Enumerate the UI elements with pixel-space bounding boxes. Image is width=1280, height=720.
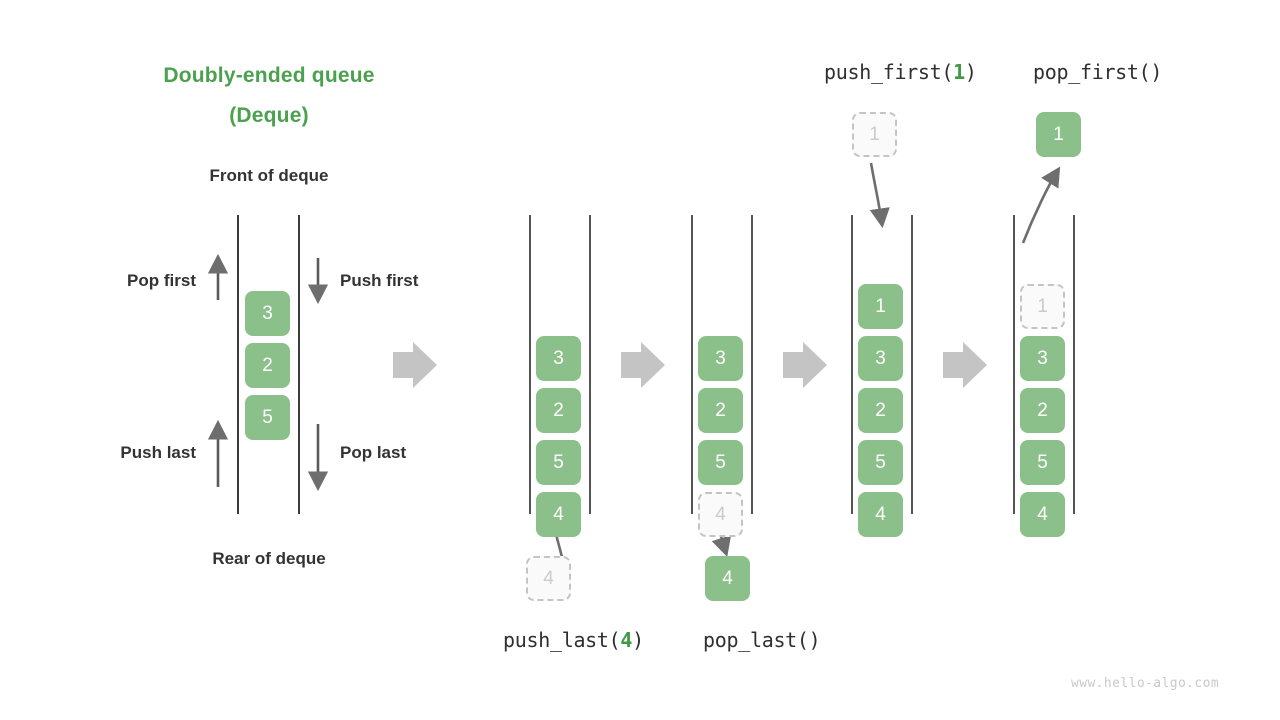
column-1-cell-3: 3 bbox=[536, 336, 581, 381]
front-of-deque-label: Front of deque bbox=[209, 166, 329, 185]
column-2-cell-4-ghost: 4 bbox=[698, 492, 743, 537]
column-2-cell-2: 2 bbox=[698, 388, 743, 433]
column-1-rail-left bbox=[529, 215, 531, 514]
column-4-detached-cell: 1 bbox=[1036, 112, 1081, 157]
push-first-label: Push first bbox=[340, 271, 419, 290]
column-2-rail-left bbox=[691, 215, 693, 514]
transition-arrow-2 bbox=[621, 342, 665, 388]
page-title-line1: Doubly-ended queue bbox=[163, 64, 375, 87]
op-push-last-arg: 4 bbox=[620, 628, 633, 652]
op-pop-first-caption: pop_first() bbox=[1033, 60, 1162, 84]
transition-arrow-3 bbox=[783, 342, 827, 388]
op-pop-last-name: pop_last() bbox=[703, 628, 821, 652]
column-2-cell-3: 3 bbox=[698, 336, 743, 381]
column-2-cell-5: 5 bbox=[698, 440, 743, 485]
column-3-cell-3: 3 bbox=[858, 336, 903, 381]
column-4-rail-right bbox=[1073, 215, 1075, 514]
op-push-first-caption: push_first(1) bbox=[824, 60, 977, 84]
column-3-detached-cell: 1 bbox=[852, 112, 897, 157]
column-3-cell-5: 5 bbox=[858, 440, 903, 485]
column-4-cell-2: 2 bbox=[1020, 388, 1065, 433]
op-push-first-arg: 1 bbox=[953, 60, 965, 84]
overview-cell-2: 2 bbox=[245, 343, 290, 388]
op-push-last-name: push_last( bbox=[503, 628, 621, 652]
column-4-cell-5: 5 bbox=[1020, 440, 1065, 485]
op-push-last-close: ) bbox=[632, 628, 644, 652]
overview-rail-right bbox=[298, 215, 300, 514]
column-3-cell-2: 2 bbox=[858, 388, 903, 433]
column-1-detached-cell: 4 bbox=[526, 556, 571, 601]
column-4-cell-4: 4 bbox=[1020, 492, 1065, 537]
op-pop-first-name: pop_first() bbox=[1033, 60, 1163, 84]
column-2-rail-right bbox=[751, 215, 753, 514]
arrow-step-push-first bbox=[869, 162, 890, 229]
column-4-cell-3: 3 bbox=[1020, 336, 1065, 381]
column-2-detached-cell: 4 bbox=[705, 556, 750, 601]
overview-cell-5: 5 bbox=[245, 395, 290, 440]
op-pop-last-caption: pop_last() bbox=[703, 628, 821, 652]
column-3-rail-left bbox=[851, 215, 853, 514]
push-last-label: Push last bbox=[120, 443, 196, 462]
column-3-cell-1: 1 bbox=[858, 284, 903, 329]
op-push-last-caption: push_last(4) bbox=[503, 628, 644, 652]
overview-cell-3: 3 bbox=[245, 291, 290, 336]
transition-arrow-4 bbox=[943, 342, 987, 388]
column-1-rail-right bbox=[589, 215, 591, 514]
column-3-rail-right bbox=[911, 215, 913, 514]
column-1-cell-4: 4 bbox=[536, 492, 581, 537]
column-1-cell-2: 2 bbox=[536, 388, 581, 433]
watermark: www.hello-algo.com bbox=[1071, 676, 1220, 691]
page-title-line2: (Deque) bbox=[229, 104, 309, 127]
pop-last-label: Pop last bbox=[340, 443, 407, 462]
rear-of-deque-label: Rear of deque bbox=[212, 549, 326, 568]
transition-arrow-1 bbox=[393, 342, 437, 388]
op-push-first-name: push_first( bbox=[824, 60, 954, 84]
op-push-first-close: ) bbox=[964, 60, 977, 84]
column-1-cell-5: 5 bbox=[536, 440, 581, 485]
overview-rail-left bbox=[237, 215, 239, 514]
arrow-step-pop-first bbox=[1021, 166, 1061, 244]
column-4-cell-1-ghost: 1 bbox=[1020, 284, 1065, 329]
column-4-rail-left bbox=[1013, 215, 1015, 514]
pop-first-label: Pop first bbox=[127, 271, 196, 290]
column-3-cell-4: 4 bbox=[858, 492, 903, 537]
